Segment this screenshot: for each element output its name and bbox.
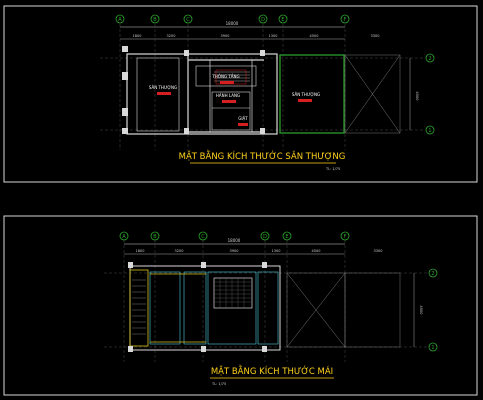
svg-text:1: 1 — [431, 345, 434, 351]
svg-text:C: C — [186, 17, 190, 23]
bottom-segment-dimensions: 1800 3200 3900 1300 4500 3300 — [124, 249, 383, 255]
svg-text:3200: 3200 — [175, 249, 184, 253]
svg-text:3300: 3300 — [374, 249, 383, 253]
bottom-grid-bubble-b: B — [150, 231, 160, 241]
bottom-sheet-title: MẶT BẰNG KÍCH THƯỚC MÁI — [211, 364, 333, 377]
svg-text:F: F — [344, 234, 347, 240]
bottom-grid-bubble-c: C — [198, 231, 208, 241]
sheet-bottom-frame — [3, 215, 478, 396]
top-right-terrace — [279, 54, 401, 134]
svg-text:1300: 1300 — [269, 34, 278, 38]
top-grid-bubble-2: 2 — [425, 53, 435, 63]
svg-text:E: E — [285, 234, 288, 240]
bottom-sheet-scale: TL: 1/75 — [211, 382, 226, 386]
sheet-bottom: 18000 A B C D E F 2 1 1800 3200 3900 130… — [3, 215, 478, 396]
room-thong-tang: THÔNG TẦNG — [211, 74, 239, 79]
bottom-skylight — [213, 277, 253, 309]
top-side-dimension: 4500 — [409, 58, 419, 130]
svg-text:4500: 4500 — [419, 306, 423, 315]
top-room-tags — [157, 81, 312, 126]
svg-text:D: D — [261, 17, 265, 23]
top-grid-bubble-c: C — [183, 14, 193, 24]
svg-text:1: 1 — [428, 128, 431, 134]
room-san-thuong-right: SÂN THƯỢNG — [292, 92, 320, 97]
svg-text:C: C — [201, 234, 205, 240]
bottom-hatch-left — [132, 279, 146, 335]
sheet-top-frame — [3, 5, 478, 183]
top-sheet-scale: TL: 1/75 — [325, 167, 340, 171]
room-san-thuong-left: SÂN THƯỢNG — [149, 85, 177, 90]
top-plan-walls — [126, 53, 278, 135]
bottom-grid-bubble-1: 1 — [428, 342, 438, 352]
svg-text:A: A — [122, 234, 126, 240]
top-grid-bubble-e: E — [278, 14, 288, 24]
top-sheet-title: MẶT BẰNG KÍCH THƯỚC SÂN THƯỢNG — [179, 149, 346, 162]
room-hanh-lang: HÀNH LANG — [216, 93, 240, 98]
top-grid-bubble-1: 1 — [425, 125, 435, 135]
svg-text:2: 2 — [431, 271, 434, 277]
svg-text:3900: 3900 — [230, 249, 239, 253]
bottom-grid-bubble-f: F — [340, 231, 350, 241]
bottom-grid-bubble-a: A — [119, 231, 129, 241]
room-giat: GIẶT — [238, 116, 248, 121]
bottom-grid-bubble-2: 2 — [428, 268, 438, 278]
top-grid-bubble-d: D — [258, 14, 268, 24]
svg-text:A: A — [118, 17, 122, 23]
top-grid-bubble-b: B — [150, 14, 160, 24]
svg-text:1800: 1800 — [136, 249, 145, 253]
bottom-grid-bubble-e: E — [282, 231, 292, 241]
svg-text:2: 2 — [428, 56, 431, 62]
bottom-side-dimension: 4500 — [413, 273, 423, 347]
top-segment-dimensions: 1800 3200 3900 1300 4500 3300 — [120, 34, 380, 40]
bottom-overall-dimension: 18000 — [124, 238, 345, 245]
bottom-roof-outline — [129, 265, 281, 351]
svg-text:4500: 4500 — [310, 34, 319, 38]
svg-text:3300: 3300 — [371, 34, 380, 38]
top-grid-bubbles: A B C D E F 2 1 — [115, 14, 435, 135]
sheet-top: 18000 A B C D E F 2 1 1800 3200 3900 130… — [3, 5, 478, 183]
bottom-overall-dim-text: 18000 — [228, 238, 241, 243]
svg-text:1300: 1300 — [272, 249, 281, 253]
top-room-labels: SÂN THƯỢNG THÔNG TẦNG HÀNH LANG GIẶT SÂN… — [149, 74, 320, 121]
svg-text:1800: 1800 — [133, 34, 142, 38]
svg-text:D: D — [263, 234, 267, 240]
svg-text:3200: 3200 — [167, 34, 176, 38]
top-left-columns — [122, 46, 265, 134]
top-overall-dimension: 18000 — [120, 21, 345, 28]
top-grid-bubble-f: F — [340, 14, 350, 24]
bottom-grid-bubble-d: D — [260, 231, 270, 241]
top-grid-bubble-a: A — [115, 14, 125, 24]
svg-text:4500: 4500 — [415, 92, 419, 101]
bottom-right-terrace — [286, 272, 401, 348]
svg-text:3900: 3900 — [221, 34, 230, 38]
svg-text:4500: 4500 — [312, 249, 321, 253]
svg-text:F: F — [344, 17, 347, 23]
bottom-columns — [128, 262, 267, 352]
top-overall-dim-text: 18000 — [226, 21, 239, 26]
svg-text:E: E — [281, 17, 284, 23]
svg-text:B: B — [153, 234, 157, 240]
svg-text:B: B — [153, 17, 157, 23]
